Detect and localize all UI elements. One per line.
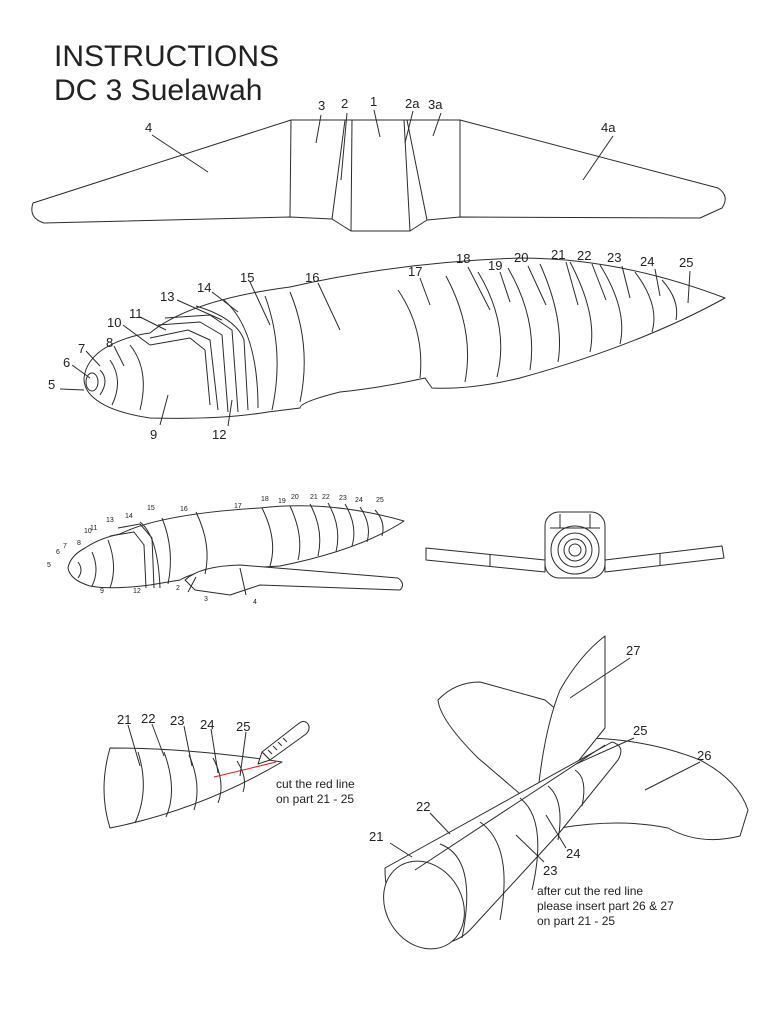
label-13: 13 — [160, 289, 174, 304]
small-label-24: 24 — [355, 497, 363, 504]
label-20: 20 — [514, 250, 528, 265]
label-18: 18 — [456, 251, 470, 266]
front-view — [425, 511, 725, 579]
insert-label-27: 27 — [626, 643, 640, 658]
title-line-2: DC 3 Suelawah — [54, 74, 263, 107]
small-label-25: 25 — [376, 497, 384, 504]
label-11: 11 — [129, 306, 143, 321]
label-25: 25 — [679, 255, 693, 270]
small-label-14: 14 — [125, 513, 133, 520]
assembled-labels: 5 6 7 8 9 10 11 12 13 14 15 16 17 18 19 … — [47, 494, 384, 606]
tail-insert-labels: 27 25 26 22 21 23 24 after cut the red l… — [369, 643, 711, 928]
small-wing — [184, 564, 404, 596]
fuselage-labels: 5 6 7 8 9 10 11 12 13 14 15 16 17 18 19 … — [48, 247, 693, 442]
cut-note-line1: cut the red line — [276, 777, 355, 791]
front-fuselage — [544, 511, 606, 579]
small-label-11: 11 — [90, 525, 97, 532]
label-12: 12 — [212, 427, 226, 442]
small-label-17: 17 — [234, 503, 242, 510]
insert-label-25: 25 — [633, 723, 647, 738]
small-label-10: 10 — [84, 528, 92, 535]
wing-outline — [31, 119, 726, 232]
label-3a: 3a — [428, 97, 443, 112]
label-21: 21 — [551, 247, 565, 262]
insert-label-22: 22 — [416, 799, 430, 814]
wing-pattern — [31, 109, 726, 232]
label-22: 22 — [577, 248, 591, 263]
label-5: 5 — [48, 377, 55, 392]
insert-note-line1: after cut the red line — [537, 884, 643, 898]
cut-label-21: 21 — [117, 712, 131, 727]
small-label-12: 12 — [133, 588, 141, 595]
small-label-21: 21 — [310, 494, 318, 501]
small-label-19: 19 — [278, 498, 286, 505]
label-9: 9 — [150, 427, 157, 442]
wing-labels: 4 3 2 1 2a 3a 4a — [145, 94, 616, 135]
insert-note-line3: on part 21 - 25 — [537, 914, 615, 928]
label-2: 2 — [341, 96, 348, 111]
label-23: 23 — [607, 250, 621, 265]
insert-note-line2: please insert part 26 & 27 — [537, 899, 674, 913]
tail-cut-piece — [103, 747, 283, 829]
label-1: 1 — [370, 94, 377, 109]
small-label-9: 9 — [100, 588, 104, 595]
label-14: 14 — [197, 280, 211, 295]
tail-cut-labels: 21 22 23 24 25 cut the red line on part … — [117, 711, 355, 806]
small-label-5: 5 — [47, 562, 51, 569]
tail-opening — [383, 860, 465, 950]
small-label-3: 3 — [204, 596, 208, 603]
small-label-16: 16 — [180, 506, 188, 513]
label-15: 15 — [240, 270, 254, 285]
insert-label-21: 21 — [369, 829, 383, 844]
label-19: 19 — [488, 258, 502, 273]
insert-label-23: 23 — [543, 863, 557, 878]
page-title: INSTRUCTIONS DC 3 Suelawah — [54, 40, 279, 108]
fuselage-pattern — [59, 257, 726, 427]
fuselage-outline — [83, 257, 726, 419]
label-10: 10 — [107, 315, 121, 330]
cut-label-22: 22 — [141, 711, 155, 726]
small-label-8: 8 — [77, 540, 81, 547]
craft-knife-icon — [257, 721, 310, 765]
tail-insert-detail — [383, 635, 749, 950]
title-line-1: INSTRUCTIONS — [54, 40, 279, 73]
small-fuselage — [67, 505, 405, 589]
cut-label-25: 25 — [236, 719, 250, 734]
cut-line — [213, 761, 277, 778]
small-label-13: 13 — [106, 517, 114, 524]
label-24: 24 — [640, 254, 654, 269]
cut-label-23: 23 — [170, 713, 184, 728]
label-4a: 4a — [601, 120, 616, 135]
label-7: 7 — [78, 341, 85, 356]
label-4: 4 — [145, 120, 152, 135]
small-label-2: 2 — [176, 585, 180, 592]
small-label-6: 6 — [56, 549, 60, 556]
small-label-18: 18 — [261, 496, 269, 503]
label-3: 3 — [318, 98, 325, 113]
small-label-15: 15 — [147, 505, 155, 512]
front-wing-right — [604, 545, 725, 573]
small-label-4: 4 — [253, 599, 257, 606]
small-label-20: 20 — [291, 494, 299, 501]
small-label-22: 22 — [322, 494, 330, 501]
label-17: 17 — [408, 264, 422, 279]
label-6: 6 — [63, 355, 70, 370]
insert-label-24: 24 — [566, 846, 580, 861]
assembled-side-view — [67, 502, 405, 596]
front-wings — [425, 547, 546, 573]
label-8: 8 — [106, 335, 113, 350]
insert-label-26: 26 — [697, 748, 711, 763]
label-2a: 2a — [405, 96, 420, 111]
tail-cut-detail — [103, 721, 310, 829]
label-16: 16 — [305, 270, 319, 285]
small-label-23: 23 — [339, 495, 347, 502]
cut-label-24: 24 — [200, 717, 214, 732]
small-label-7: 7 — [63, 543, 67, 550]
cut-note-line2: on part 21 - 25 — [276, 792, 354, 806]
